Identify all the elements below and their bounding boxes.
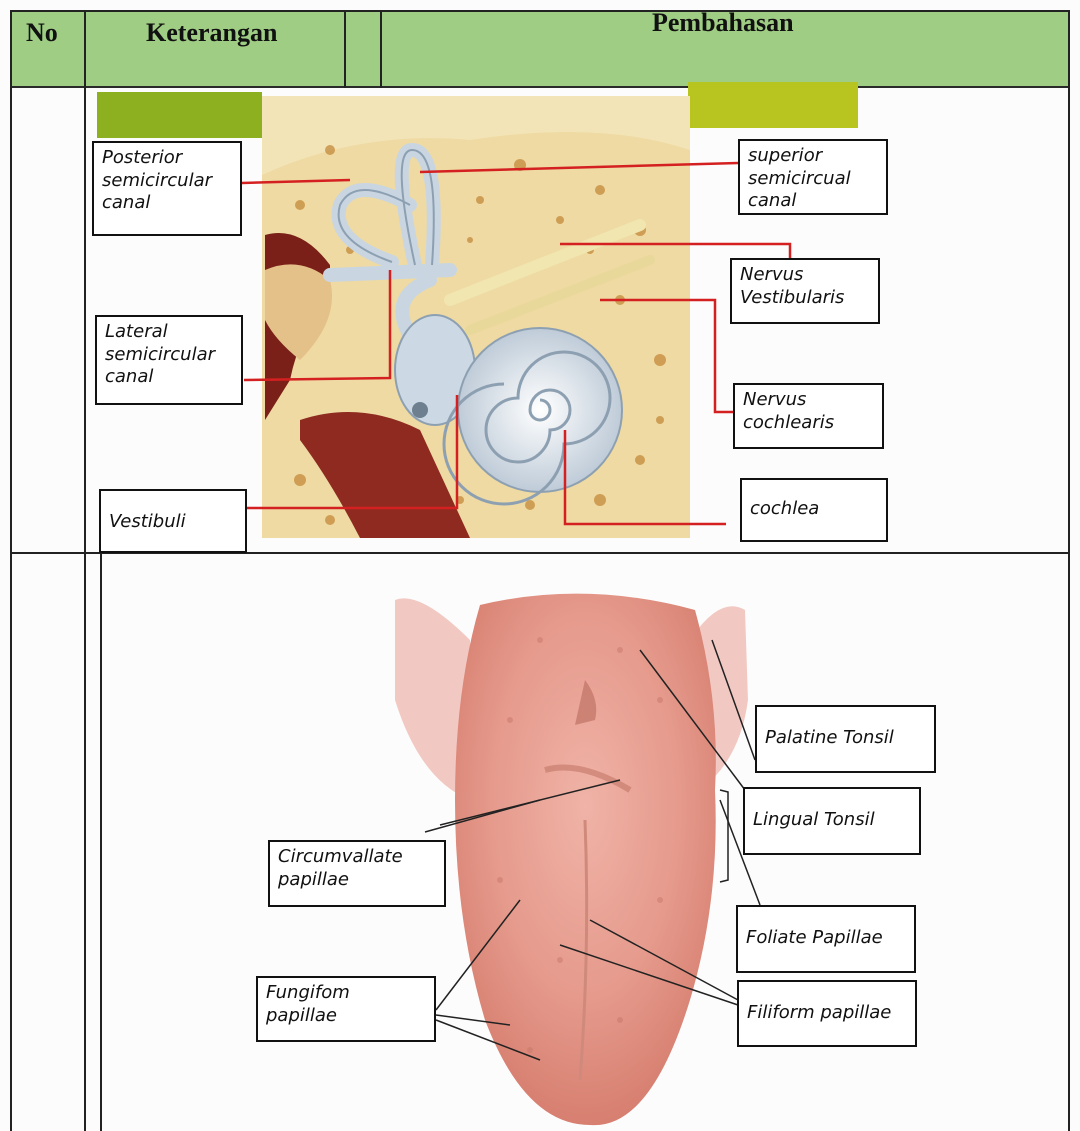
label-lingual-tonsil: Lingual Tonsil <box>743 787 921 855</box>
label-cochlea: cochlea <box>740 478 888 542</box>
inner-ear-illustration <box>262 96 690 538</box>
label-vestibuli: Vestibuli <box>99 489 247 553</box>
label-superior-semicircular-canal: superior semicircual canal <box>738 139 888 215</box>
label-nervus-vestibularis: Nervus Vestibularis <box>730 258 880 324</box>
highlight-bar-right <box>688 82 858 128</box>
label-filiform-papillae: Filiform papillae <box>737 980 917 1047</box>
label-foliate-papillae: Foliate Papillae <box>736 905 916 973</box>
highlight-bar-left <box>97 92 262 138</box>
label-lateral-semicircular-canal: Lateral semicircular canal <box>95 315 243 405</box>
label-palatine-tonsil: Palatine Tonsil <box>755 705 936 773</box>
label-posterior-semicircular-canal: Posterior semicircular canal <box>92 141 242 236</box>
tongue-illustration <box>395 594 748 1126</box>
label-circumvallate-papillae: Circumvallate papillae <box>268 840 446 907</box>
label-nervus-cochlearis: Nervus cochlearis <box>733 383 884 449</box>
label-fungiform-papillae: Fungifom papillae <box>256 976 436 1042</box>
